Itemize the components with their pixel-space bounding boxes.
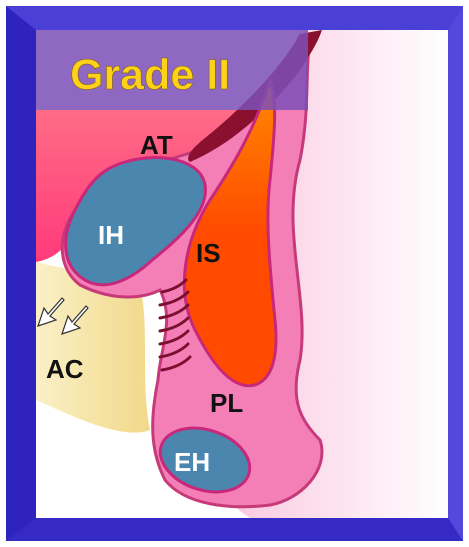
label-is: IS	[196, 238, 221, 268]
diagram-title: Grade II	[70, 51, 230, 99]
frame-right-bevel	[448, 6, 463, 541]
label-ac: AC	[46, 354, 84, 384]
frame-top-bevel	[6, 6, 463, 30]
frame-left-bevel	[6, 6, 36, 541]
label-at: AT	[140, 130, 173, 160]
label-pl: PL	[210, 388, 243, 418]
label-eh: EH	[174, 447, 210, 477]
label-ih: IH	[98, 220, 124, 250]
frame-bottom-bevel	[6, 518, 463, 541]
